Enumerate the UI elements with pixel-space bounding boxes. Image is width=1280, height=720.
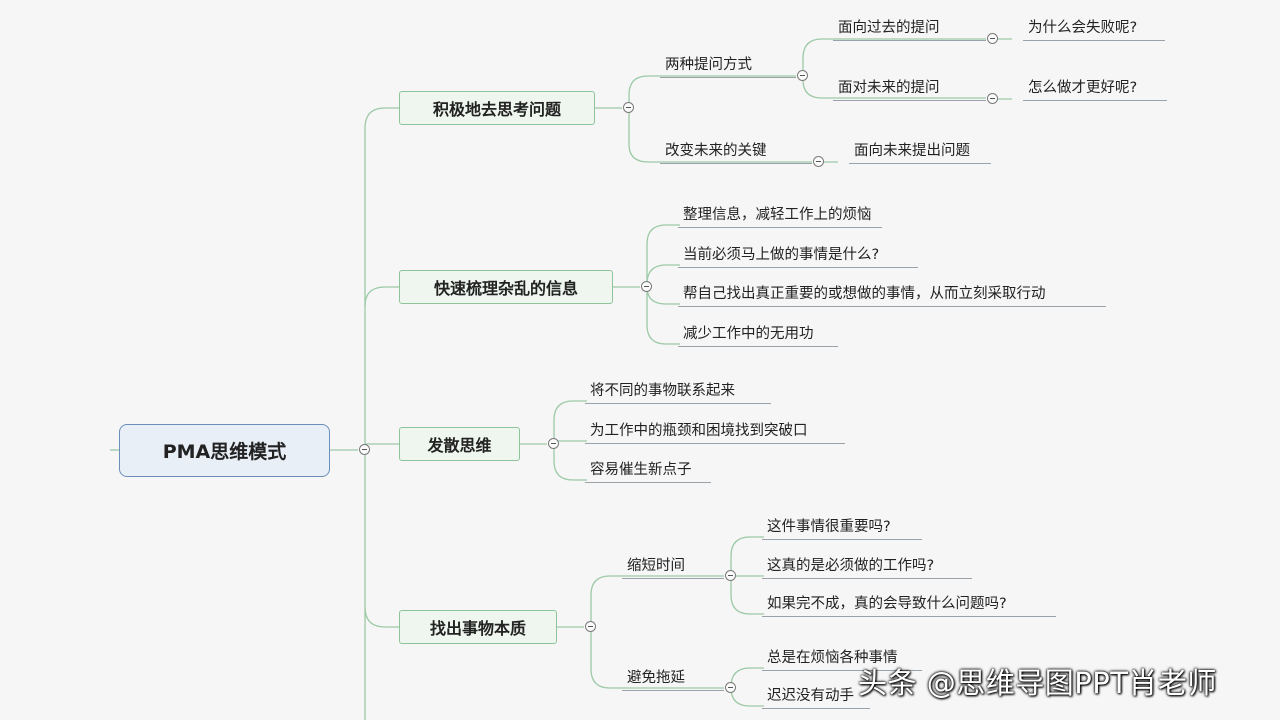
collapse-toggle-two-ways[interactable] [797,70,808,81]
topic-always-worry[interactable]: 总是在烦恼各种事情 [762,648,922,671]
collapse-toggle-procrast[interactable] [725,682,736,693]
topic-how-better[interactable]: 怎么做才更好呢? [1023,78,1167,101]
collapse-toggle-b2[interactable] [641,281,652,292]
root-topic[interactable]: PMA思维模式 [119,424,330,477]
branch-b2[interactable]: 快速梳理杂乱的信息 [399,270,613,304]
branch-b4[interactable]: 找出事物本质 [399,610,557,644]
connector-b4 [364,606,399,628]
topic-must-work[interactable]: 这真的是必须做的工作吗? [762,556,972,579]
topic-shorten-time[interactable]: 缩短时间 [622,556,724,579]
collapse-toggle-b3[interactable] [548,438,559,449]
topic-what-problem[interactable]: 如果完不成，真的会导致什么问题吗? [762,594,1056,617]
collapse-toggle-shorten[interactable] [725,570,736,581]
topic-not-start[interactable]: 迟迟没有动手 [762,686,870,709]
topic-breakthrough[interactable]: 为工作中的瓶颈和困境找到突破口 [585,421,845,444]
topic-change-key[interactable]: 改变未来的关键 [660,141,812,164]
topic-organize-info[interactable]: 整理信息，减轻工作上的烦恼 [678,205,882,228]
collapse-toggle-key[interactable] [813,156,824,167]
topic-why-fail[interactable]: 为什么会失败呢? [1023,18,1165,41]
topic-past-question[interactable]: 面向过去的提问 [833,18,986,41]
topic-future-ask[interactable]: 面向未来提出问题 [849,141,991,164]
collapse-toggle-root[interactable] [359,444,370,455]
topic-avoid-procrast[interactable]: 避免拖延 [622,668,724,691]
topic-is-important[interactable]: 这件事情很重要吗? [762,517,922,540]
collapse-toggle-future[interactable] [987,93,998,104]
topic-connect-things[interactable]: 将不同的事物联系起来 [585,381,771,404]
branch-b1[interactable]: 积极地去思考问题 [399,91,595,125]
topic-future-question[interactable]: 面对未来的提问 [833,78,986,101]
topic-find-important[interactable]: 帮自己找出真正重要的或想做的事情，从而立刻采取行动 [678,284,1106,307]
watermark-text: 头条 @思维导图PPT肖老师 [858,666,1217,700]
topic-new-ideas[interactable]: 容易催生新点子 [585,460,711,483]
branch-b3[interactable]: 发散思维 [399,427,520,461]
collapse-toggle-b1[interactable] [623,102,634,113]
topic-must-do-now[interactable]: 当前必须马上做的事情是什么? [678,245,918,268]
collapse-toggle-past[interactable] [987,33,998,44]
topic-two-ways[interactable]: 两种提问方式 [660,55,796,78]
connector-b2 [364,286,399,307]
collapse-toggle-b4[interactable] [585,621,596,632]
connector-trunk [364,107,399,720]
topic-reduce-waste[interactable]: 减少工作中的无用功 [678,324,838,347]
